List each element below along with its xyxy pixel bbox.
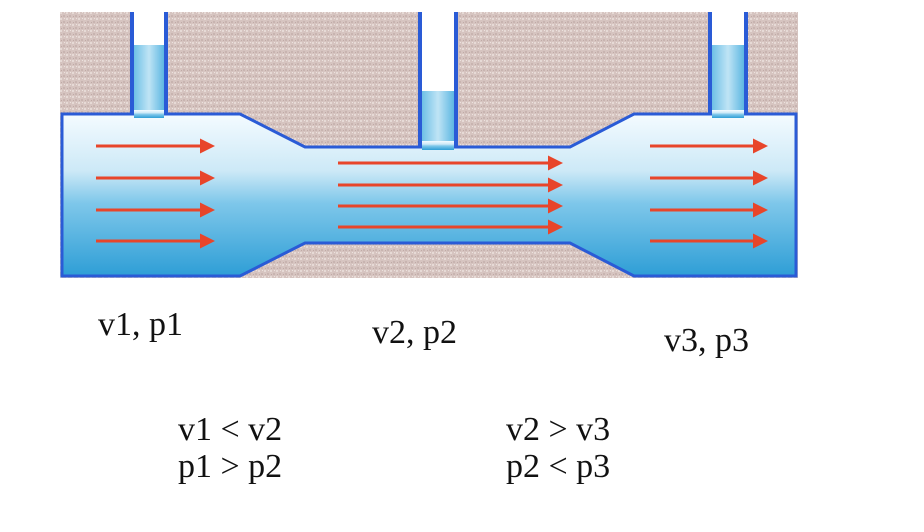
flow-arrows-section-1 [96, 138, 215, 249]
flow-arrows-section-2 [338, 155, 563, 235]
column-1 [130, 12, 168, 116]
pipe-body [60, 112, 798, 278]
section-label-3: v3, p3 [664, 322, 749, 359]
relation-1-velocity: v1 < v2 [178, 411, 283, 448]
relation-1-pressure: p1 > p2 [178, 448, 283, 485]
relation-2-velocity: v2 > v3 [506, 411, 611, 448]
relation-2-pressure: p2 < p3 [506, 448, 611, 485]
column-2 [418, 12, 458, 148]
section-label-1: v1, p1 [98, 306, 183, 343]
venturi-tube-diagram [60, 12, 798, 278]
section-label-2: v2, p2 [372, 314, 457, 351]
flow-arrows-section-3 [650, 138, 768, 249]
column-3 [708, 12, 748, 116]
